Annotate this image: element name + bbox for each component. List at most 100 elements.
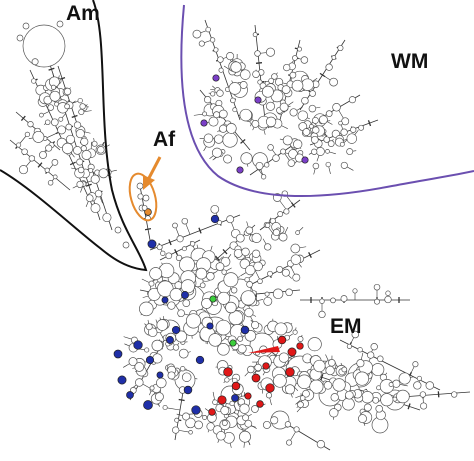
haplotype-node <box>285 385 294 394</box>
haplotype-node <box>157 245 162 250</box>
haplotype-node <box>204 96 211 103</box>
haplotype-node <box>150 268 162 280</box>
haplotype-node <box>265 223 270 228</box>
haplotype-node <box>290 72 296 78</box>
haplotype-node <box>51 119 58 126</box>
haplotype-node <box>218 343 230 355</box>
haplotype-node <box>48 105 54 111</box>
af-arrow <box>149 157 160 178</box>
haplotype-node <box>50 91 60 101</box>
network-edge <box>145 229 151 230</box>
haplotype-node <box>89 168 93 172</box>
haplotype-node <box>338 45 343 50</box>
haplotype-node <box>280 103 288 111</box>
haplotype-node <box>226 302 237 313</box>
haplotype-node <box>222 420 227 425</box>
haplotype-node <box>333 103 341 111</box>
red-node <box>218 396 226 404</box>
haplotype-node <box>326 64 333 71</box>
haplotype-node <box>238 345 246 353</box>
haplotype-node <box>358 415 366 423</box>
haplotype-node <box>326 111 332 117</box>
haplotype-node <box>216 320 231 335</box>
haplotype-node <box>353 289 357 293</box>
haplotype-node <box>81 138 88 145</box>
haplotype-node <box>139 302 153 316</box>
haplotype-node <box>256 162 263 169</box>
haplotype-node <box>297 375 311 389</box>
haplotype-node <box>397 390 410 403</box>
haplotype-node <box>292 80 303 91</box>
haplotype-node <box>273 155 280 162</box>
haplotype-node <box>216 263 224 271</box>
haplotype-node <box>319 116 327 124</box>
haplotype-node <box>28 121 34 127</box>
haplotype-node <box>332 56 336 60</box>
haplotype-node <box>283 64 290 71</box>
haplotype-node <box>180 366 185 371</box>
haplotype-node <box>385 296 392 303</box>
haplotype-node <box>326 149 330 153</box>
haplotype-node <box>345 391 353 399</box>
haplotype-node <box>341 162 347 168</box>
haplotype-node <box>339 121 343 125</box>
haplotype-node <box>135 379 143 387</box>
haplotype-node <box>252 120 259 127</box>
haplotype-node <box>150 386 154 390</box>
haplotype-node <box>240 404 250 414</box>
haplotype-node <box>66 124 72 130</box>
haplotype-node <box>97 146 104 153</box>
blue-node <box>148 240 156 248</box>
haplotype-node <box>227 216 234 223</box>
haplotype-node <box>146 324 152 330</box>
haplotype-node <box>278 211 283 216</box>
haplotype-node <box>341 129 348 136</box>
haplotype-node <box>240 70 250 80</box>
haplotype-node <box>268 271 273 276</box>
haplotype-node <box>266 48 274 56</box>
haplotype-node <box>179 349 188 358</box>
blue-node <box>184 386 192 394</box>
haplotype-node <box>46 145 52 151</box>
haplotype-node <box>279 353 289 363</box>
haplotype-node <box>302 97 309 104</box>
haplotype-node <box>293 274 300 281</box>
haplotype-node <box>367 352 374 359</box>
haplotype-node <box>341 296 347 302</box>
haplotype-node <box>182 218 188 224</box>
haplotype-node <box>371 343 378 350</box>
haplotype-node <box>313 127 320 134</box>
haplotype-node <box>179 257 194 272</box>
haplotype-node <box>82 150 91 159</box>
haplotype-node <box>252 250 260 258</box>
wm-boundary-line <box>181 5 474 196</box>
haplotype-node <box>241 291 255 305</box>
haplotype-node <box>66 135 74 143</box>
blue-node <box>241 326 249 334</box>
haplotype-node <box>196 268 207 279</box>
haplotype-node <box>374 284 380 290</box>
haplotype-node <box>268 145 274 151</box>
red-node <box>266 384 275 393</box>
haplotype-node <box>149 281 154 286</box>
haplotype-node <box>95 190 102 197</box>
haplotype-node <box>302 79 314 91</box>
haplotype-node <box>182 247 186 251</box>
haplotype-node <box>211 92 215 96</box>
haplotype-node <box>52 159 58 165</box>
haplotype-node <box>252 233 261 242</box>
haplotype-node <box>209 117 218 126</box>
haplotype-node <box>333 379 346 392</box>
haplotype-node <box>16 143 20 147</box>
haplotype-node <box>183 300 190 307</box>
network-edge <box>179 400 185 401</box>
haplotype-node <box>317 440 325 448</box>
red-node <box>245 393 251 399</box>
haplotype-node <box>224 155 232 163</box>
haplotype-node <box>342 398 354 410</box>
haplotype-node <box>77 181 83 187</box>
haplotype-node <box>99 169 108 178</box>
haplotype-node <box>177 236 183 242</box>
label-am: Am <box>66 3 100 24</box>
haplotype-node <box>300 396 305 401</box>
